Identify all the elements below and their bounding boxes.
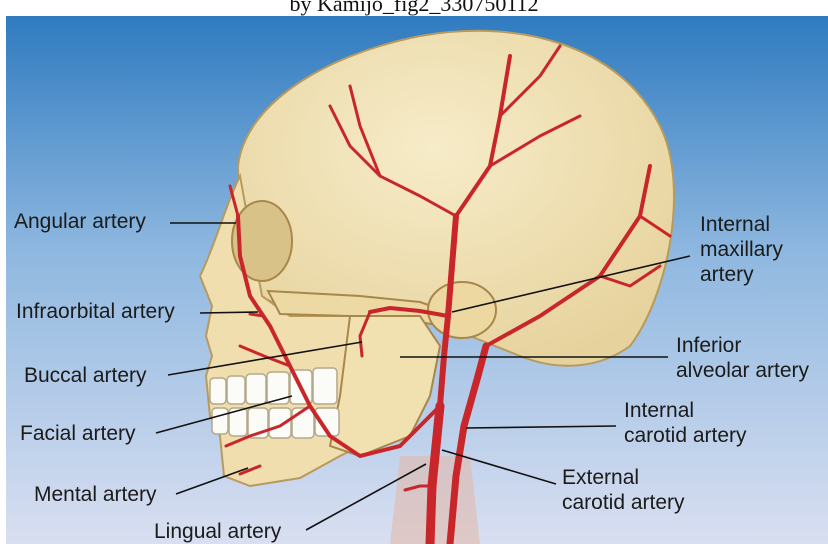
- label-internal-carotid-line2: carotid artery: [624, 423, 747, 448]
- label-lingual-artery: Lingual artery: [154, 519, 281, 544]
- label-external-carotid-line2: carotid artery: [562, 490, 685, 515]
- label-internal-maxillary-line2: maxillary: [700, 237, 783, 262]
- label-inferior-alveolar-artery: Inferior alveolar artery: [676, 333, 809, 383]
- leader-infraorbital: [200, 312, 258, 313]
- label-buccal-artery: Buccal artery: [24, 363, 147, 388]
- label-internal-maxillary-line3: artery: [700, 262, 783, 287]
- label-external-carotid-line1: External: [562, 465, 685, 490]
- figure-caption: by Kamijo_fig2_330750112: [0, 0, 828, 15]
- label-inferior-alveolar-line2: alveolar artery: [676, 358, 809, 383]
- label-internal-carotid-artery: Internal carotid artery: [624, 398, 747, 448]
- label-inferior-alveolar-line1: Inferior: [676, 333, 809, 358]
- anatomy-figure: Angular artery Infraorbital artery Bucca…: [0, 16, 828, 544]
- label-angular-artery: Angular artery: [14, 209, 146, 234]
- label-internal-carotid-line1: Internal: [624, 398, 747, 423]
- label-external-carotid-artery: External carotid artery: [562, 465, 685, 515]
- label-internal-maxillary-line1: Internal: [700, 212, 783, 237]
- label-facial-artery: Facial artery: [20, 421, 136, 446]
- label-infraorbital-artery: Infraorbital artery: [16, 299, 175, 324]
- label-internal-maxillary-artery: Internal maxillary artery: [700, 212, 783, 287]
- label-mental-artery: Mental artery: [34, 482, 157, 507]
